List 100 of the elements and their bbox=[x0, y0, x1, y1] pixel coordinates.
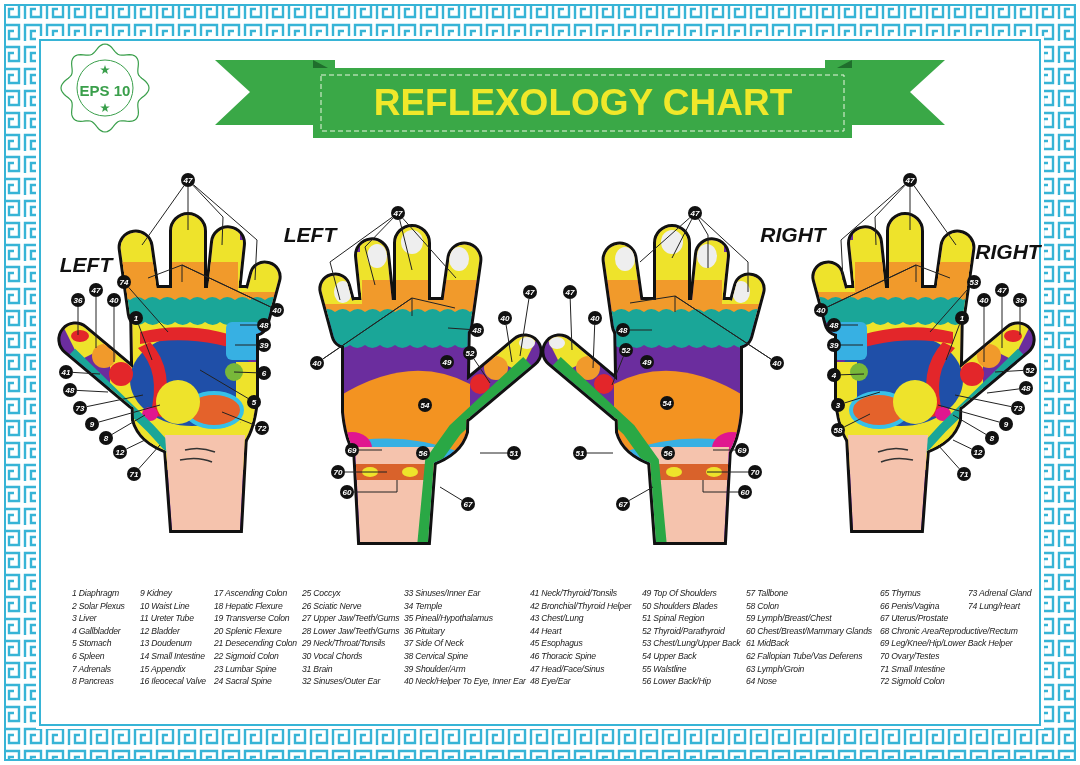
callout-number: 40 bbox=[310, 356, 324, 370]
callout-number: 47 bbox=[523, 285, 537, 299]
key-entry: 67 Uterus/Prostate bbox=[880, 613, 949, 624]
key-entry: 11 Ureter Tube bbox=[140, 613, 194, 624]
leader-line bbox=[519, 298, 530, 357]
key-entry: 20 Splenic Flexure bbox=[214, 625, 282, 636]
callout-number: 12 bbox=[113, 445, 127, 459]
leader-line bbox=[702, 479, 739, 493]
leader-line bbox=[913, 185, 957, 246]
callout-number: 48 bbox=[257, 318, 271, 332]
key-entry: 39 Shoulder/Arm bbox=[404, 663, 466, 674]
leader-line bbox=[826, 264, 917, 308]
callout-number: 12 bbox=[971, 445, 985, 459]
callout-number: 9 bbox=[85, 417, 99, 431]
leader-line bbox=[937, 404, 1000, 423]
callout-number: 60 bbox=[340, 485, 354, 499]
leader-line bbox=[113, 306, 115, 363]
callout-number: 73 bbox=[1011, 401, 1025, 415]
key-entry: 22 Sigmoid Colon bbox=[214, 651, 279, 661]
callout-number: 69 bbox=[735, 443, 749, 457]
key-entry: 13 Doudenum bbox=[140, 638, 192, 649]
callout-number: 1 bbox=[129, 311, 143, 325]
key-entry: 35 Pineal/Hypothalamus bbox=[404, 613, 493, 624]
key-entry: 10 Waist Line bbox=[140, 600, 190, 611]
key-entry: 30 Vocal Chords bbox=[302, 651, 363, 661]
callout-number: 41 bbox=[59, 365, 73, 379]
leader-line bbox=[344, 471, 388, 473]
leader-line bbox=[77, 306, 79, 336]
callout-number: 70 bbox=[331, 465, 345, 479]
key-entry: 3 Liver bbox=[72, 613, 97, 624]
key-entry: 23 Lumbar Spine bbox=[214, 663, 277, 674]
callout-number: 71 bbox=[957, 467, 971, 481]
leader-line bbox=[98, 404, 161, 423]
leader-line bbox=[840, 373, 865, 376]
leader-line bbox=[353, 479, 398, 493]
chart-title: REFLEXOLOGY CHART bbox=[373, 82, 793, 124]
leader-line bbox=[937, 444, 960, 470]
leader-line bbox=[111, 414, 146, 435]
callout-number: 36 bbox=[71, 293, 85, 307]
key-entry: 26 Sciatic Nerve bbox=[302, 600, 362, 611]
leader-line bbox=[322, 297, 413, 360]
key-entry: 57 Tallbone bbox=[746, 588, 788, 598]
callout-number: 48 bbox=[470, 323, 484, 337]
key-entry: 68 Chronic AreaReproductive/Rectum bbox=[880, 625, 1018, 636]
leader-line bbox=[479, 452, 508, 454]
callout-number: 47 bbox=[391, 206, 405, 220]
callout-number: 5 bbox=[247, 395, 261, 409]
key-entry: 28 Lower Jaw/Teeth/Gums bbox=[302, 625, 400, 636]
key-entry: 59 Lymph/Breast/Chest bbox=[746, 613, 832, 624]
key-entry: 1 Diaphragm bbox=[72, 588, 119, 598]
callout-number: 9 bbox=[999, 417, 1013, 431]
callout-number: 3 bbox=[831, 398, 845, 412]
leader-line bbox=[994, 369, 1024, 373]
key-entry: 8 Pancreas bbox=[72, 676, 114, 687]
badge-label: EPS 10 bbox=[79, 81, 131, 99]
callout-number: 8 bbox=[99, 431, 113, 445]
leader-line bbox=[844, 391, 881, 404]
key-entry: 43 Chest/Lung bbox=[530, 613, 584, 624]
callout-number: 47 bbox=[688, 206, 702, 220]
leader-line bbox=[983, 306, 985, 363]
leader-line bbox=[629, 329, 653, 331]
callout-number: 40 bbox=[770, 356, 784, 370]
callout-number: 47 bbox=[563, 285, 577, 299]
key-entry: 37 Side Of Neck bbox=[404, 638, 464, 649]
callout-number: 40 bbox=[588, 311, 602, 325]
key-entry: 31 Brain bbox=[302, 663, 333, 674]
key-entry: 7 Adrenals bbox=[72, 663, 111, 674]
key-entry: 18 Hepatic Flexure bbox=[214, 600, 283, 611]
leader-line bbox=[439, 486, 463, 501]
leader-line bbox=[699, 217, 749, 293]
callout-number: 48 bbox=[1019, 381, 1033, 395]
leader-line bbox=[141, 185, 185, 246]
leader-line bbox=[192, 184, 224, 246]
leader-line bbox=[929, 286, 970, 333]
callout-number: 51 bbox=[507, 446, 521, 460]
key-entry: 19 Transverse Colon bbox=[214, 613, 290, 624]
leader-line bbox=[840, 184, 906, 281]
leader-line bbox=[399, 219, 413, 271]
key-entry: 51 Spinal Region bbox=[642, 613, 705, 624]
key-entry: 45 Esophagus bbox=[530, 638, 583, 649]
callout-number: 40 bbox=[814, 303, 828, 317]
key-entry: 34 Temple bbox=[404, 600, 442, 611]
key-entry: 14 Small Intestine bbox=[140, 651, 205, 661]
callout-number: 40 bbox=[498, 311, 512, 325]
leader-line bbox=[234, 344, 258, 346]
callout-number: 47 bbox=[995, 283, 1009, 297]
callout-number: 52 bbox=[463, 346, 477, 360]
callout-number: 73 bbox=[73, 401, 87, 415]
leader-line bbox=[586, 452, 614, 454]
callout-number: 52 bbox=[1023, 363, 1037, 377]
leader-line bbox=[125, 439, 146, 450]
leader-line bbox=[72, 371, 101, 375]
hand-side-label: LEFT bbox=[59, 253, 113, 277]
key-entry: 16 Ileocecal Valve bbox=[140, 676, 206, 687]
leader-line bbox=[128, 286, 169, 333]
leader-line bbox=[138, 444, 161, 470]
key-entry: 42 Bronchial/Thyroid Helper bbox=[530, 600, 632, 611]
callout-number: 48 bbox=[616, 323, 630, 337]
leader-line bbox=[447, 327, 471, 330]
leader-line bbox=[611, 356, 624, 386]
